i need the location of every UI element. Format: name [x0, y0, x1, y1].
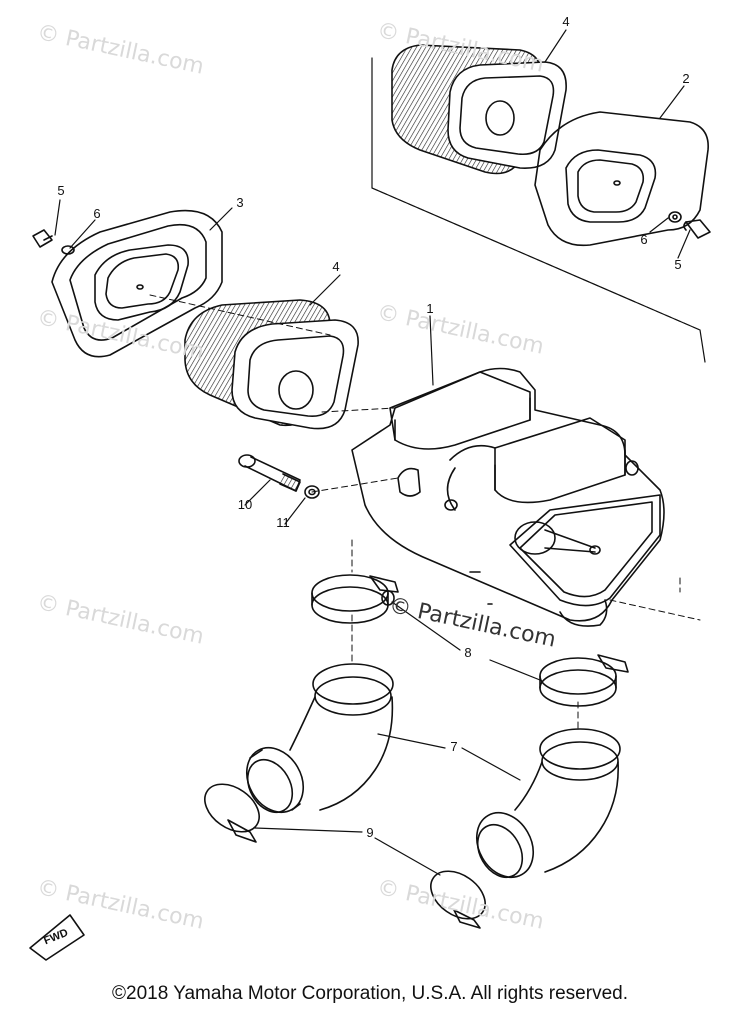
callout-2: 2 [682, 71, 690, 86]
callout-4-lower: 4 [332, 259, 340, 274]
alignment-lines [149, 187, 701, 731]
callout-1: 1 [426, 301, 434, 316]
callout-6-right: 6 [640, 232, 648, 247]
air-box-case [351, 367, 665, 627]
joint-boot-7-left [245, 663, 394, 814]
bolt-10 [238, 454, 301, 492]
callout-10: 10 [237, 497, 253, 512]
screw-5-left [32, 229, 53, 248]
screw-5-right [683, 219, 711, 239]
copyright-notice: ©2018 Yamaha Motor Corporation, U.S.A. A… [112, 983, 628, 1004]
callout-11: 11 [276, 515, 290, 530]
washer-6-right [668, 211, 682, 223]
leader-lines [54, 29, 691, 876]
hose-clamp-9-right [430, 870, 486, 929]
hose-clamp-9-left [204, 783, 260, 843]
callout-3: 3 [236, 195, 244, 210]
air-filter-upper [391, 44, 567, 175]
washer-6-left [61, 245, 75, 255]
air-cleaner-cover-upper [534, 111, 709, 247]
fwd-arrow [29, 914, 85, 961]
callout-5-right: 5 [674, 257, 682, 272]
callout-8: 8 [464, 645, 472, 660]
callout-6-left: 6 [93, 206, 101, 221]
air-filter-lower [184, 299, 359, 430]
callout-4-upper: 4 [562, 14, 570, 29]
hose-clamp-8-left [311, 574, 399, 624]
callout-7: 7 [450, 739, 458, 754]
hose-clamp-8-right [539, 654, 629, 707]
air-cleaner-cover-left [51, 209, 223, 358]
callout-5-left: 5 [57, 183, 65, 198]
callout-9: 9 [366, 825, 374, 840]
joint-boot-7-right [475, 728, 621, 879]
